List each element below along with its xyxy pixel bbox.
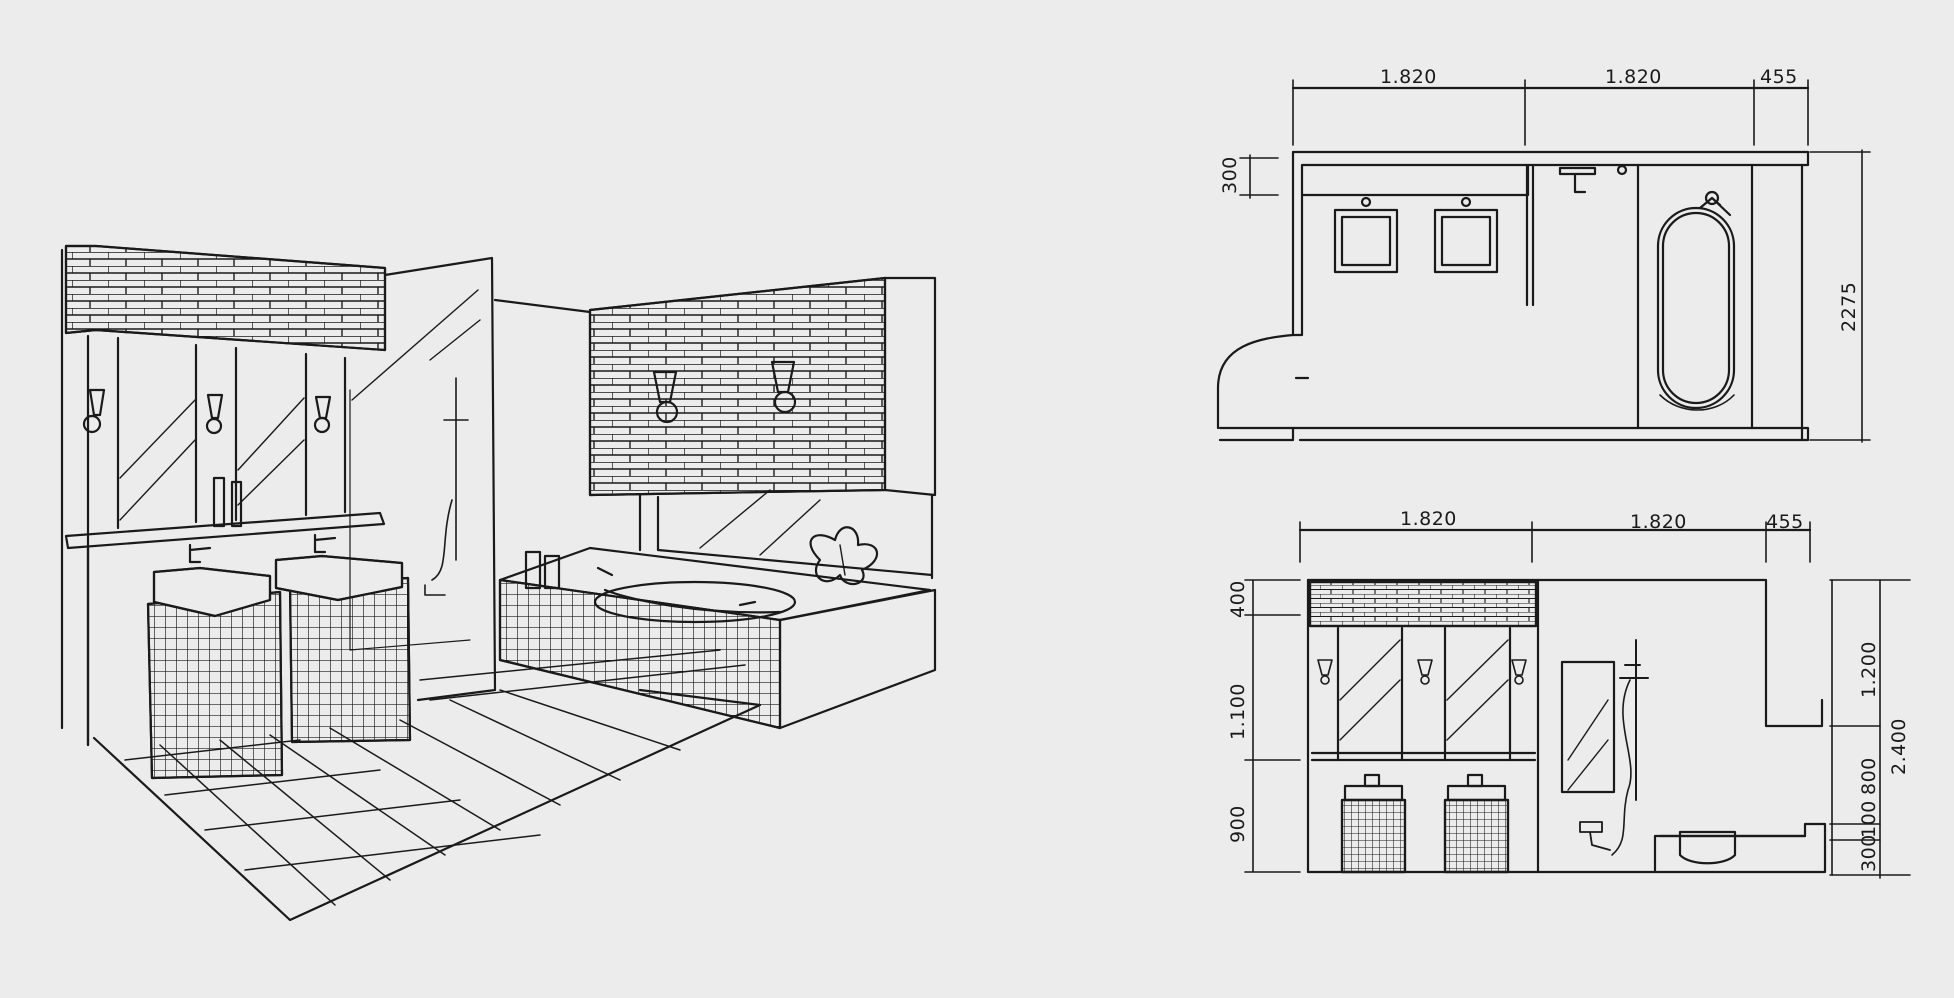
door-swing <box>1216 333 1310 430</box>
elev-dim-right-total: 2.400 <box>1888 718 1910 775</box>
elev-dim-left-1: 400 <box>1227 580 1249 618</box>
sconce-right-1-icon <box>652 370 679 424</box>
plan-dimension-right: 2275 <box>1809 149 1871 443</box>
mirrors-left <box>116 336 347 530</box>
plan-dim-1: 1.820 <box>1380 66 1437 88</box>
elev-dim-top-2: 1.820 <box>1630 511 1687 533</box>
sconce-left-3-icon <box>313 395 332 434</box>
elev-brick-band <box>1308 580 1538 628</box>
brick-soffit-left <box>64 244 387 352</box>
plan-bathtub <box>1656 190 1736 411</box>
elevation: 1.820 1.820 455 400 1.100 900 1.200 800 … <box>1227 508 1911 879</box>
brick-panel-right <box>588 276 937 497</box>
elev-dim-left-3: 900 <box>1227 805 1249 843</box>
floor-plan: 1.820 1.820 455 300 2275 <box>1216 66 1871 443</box>
plan-dim-2: 1.820 <box>1605 66 1662 88</box>
plan-dim-3: 455 <box>1760 66 1798 88</box>
plan-shower-icon <box>1558 164 1628 194</box>
plant-icon <box>809 526 879 586</box>
elev-bathtub <box>1658 830 1807 865</box>
elev-dim-left-2: 1.100 <box>1227 683 1249 740</box>
elev-dim-right-2: 800 <box>1858 757 1880 795</box>
elev-dimension-right: 1.200 800 100 300 2.400 <box>1829 579 1911 879</box>
elev-dim-right-1: 1.200 <box>1858 641 1880 698</box>
elev-dimension-top: 1.820 1.820 455 <box>1298 508 1812 563</box>
bathtub <box>498 546 937 730</box>
elev-dimension-left: 400 1.100 900 <box>1227 579 1301 873</box>
elev-dim-right-4: 300 <box>1858 834 1880 872</box>
elev-dim-top-1: 1.820 <box>1400 508 1457 530</box>
elev-mirrors <box>1310 626 1537 762</box>
sconce-left-2-icon <box>205 393 224 435</box>
elev-pedestal-2 <box>1443 773 1510 874</box>
elev-dim-right-3: 100 <box>1858 800 1880 838</box>
plan-dim-left: 300 <box>1219 156 1241 194</box>
elev-pedestal-1 <box>1340 773 1407 874</box>
plan-dimension-left: 300 <box>1219 154 1279 199</box>
elev-dim-top-3: 455 <box>1766 511 1804 533</box>
sink-2 <box>274 533 412 744</box>
bottles-icon <box>212 476 243 528</box>
glass-partition <box>349 256 497 702</box>
plan-dim-right: 2275 <box>1838 282 1860 332</box>
plan-sink-2 <box>1433 196 1499 274</box>
perspective-sketch <box>60 244 937 922</box>
plan-sink-1 <box>1333 196 1399 274</box>
elev-shower <box>1560 639 1649 856</box>
sink-1 <box>146 543 284 780</box>
sconce-left-1-icon <box>82 388 106 434</box>
sconce-right-2-icon <box>770 360 797 414</box>
plan-dimension-top: 1.820 1.820 455 <box>1291 66 1810 146</box>
